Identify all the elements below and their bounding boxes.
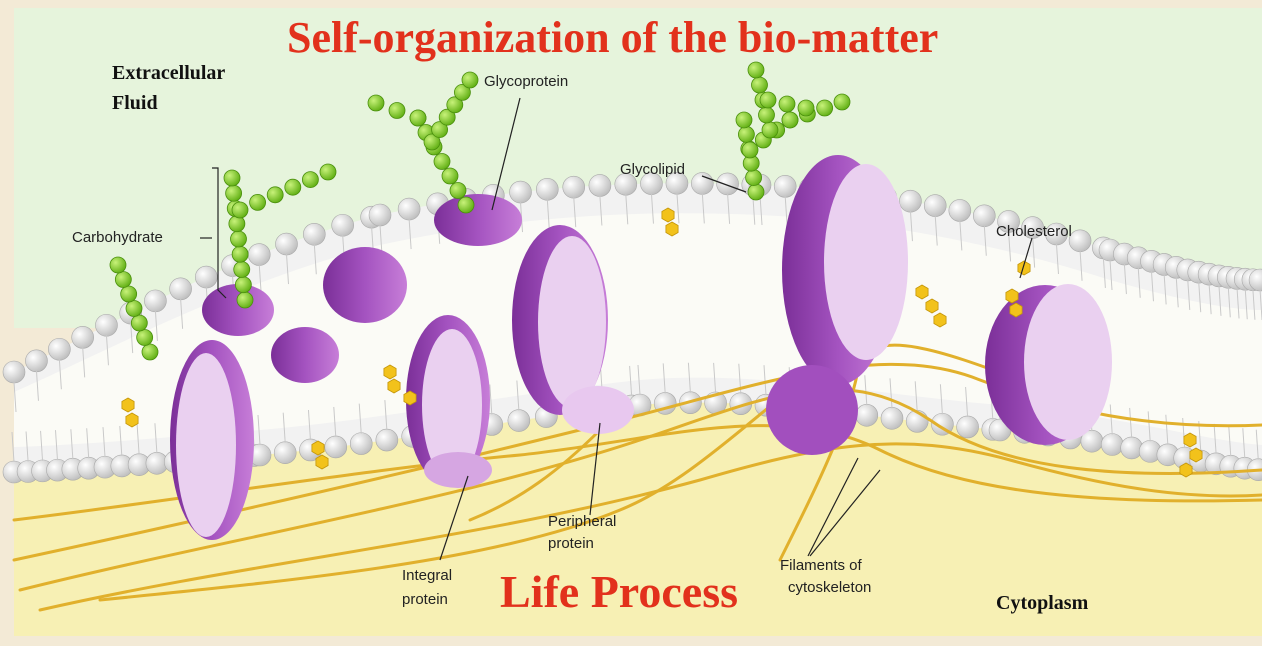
integral-protein-left (170, 340, 254, 540)
title-self-organization: Self-organization of the bio-matter (287, 12, 938, 63)
label-integral: Integral (402, 566, 452, 586)
label-cytoplasm: Cytoplasm (996, 592, 1088, 615)
glycoprotein-bump (434, 194, 522, 246)
label-carbohydrate: Carbohydrate (72, 228, 163, 248)
integral-protein-right (985, 284, 1112, 445)
label-cytoskeleton: cytoskeleton (788, 578, 871, 598)
title-life-process: Life Process (500, 565, 738, 618)
label-glycoprotein: Glycoprotein (484, 72, 568, 92)
label-cholesterol: Cholesterol (996, 222, 1072, 242)
label-extracellular: Extracellular (112, 62, 225, 85)
label-fluid: Fluid (112, 92, 158, 115)
label-integral-protein: protein (402, 590, 448, 610)
label-peripheral-protein: protein (548, 534, 594, 554)
label-glycolipid: Glycolipid (620, 160, 685, 180)
label-peripheral: Peripheral (548, 512, 616, 532)
label-filaments: Filaments of (780, 556, 862, 576)
